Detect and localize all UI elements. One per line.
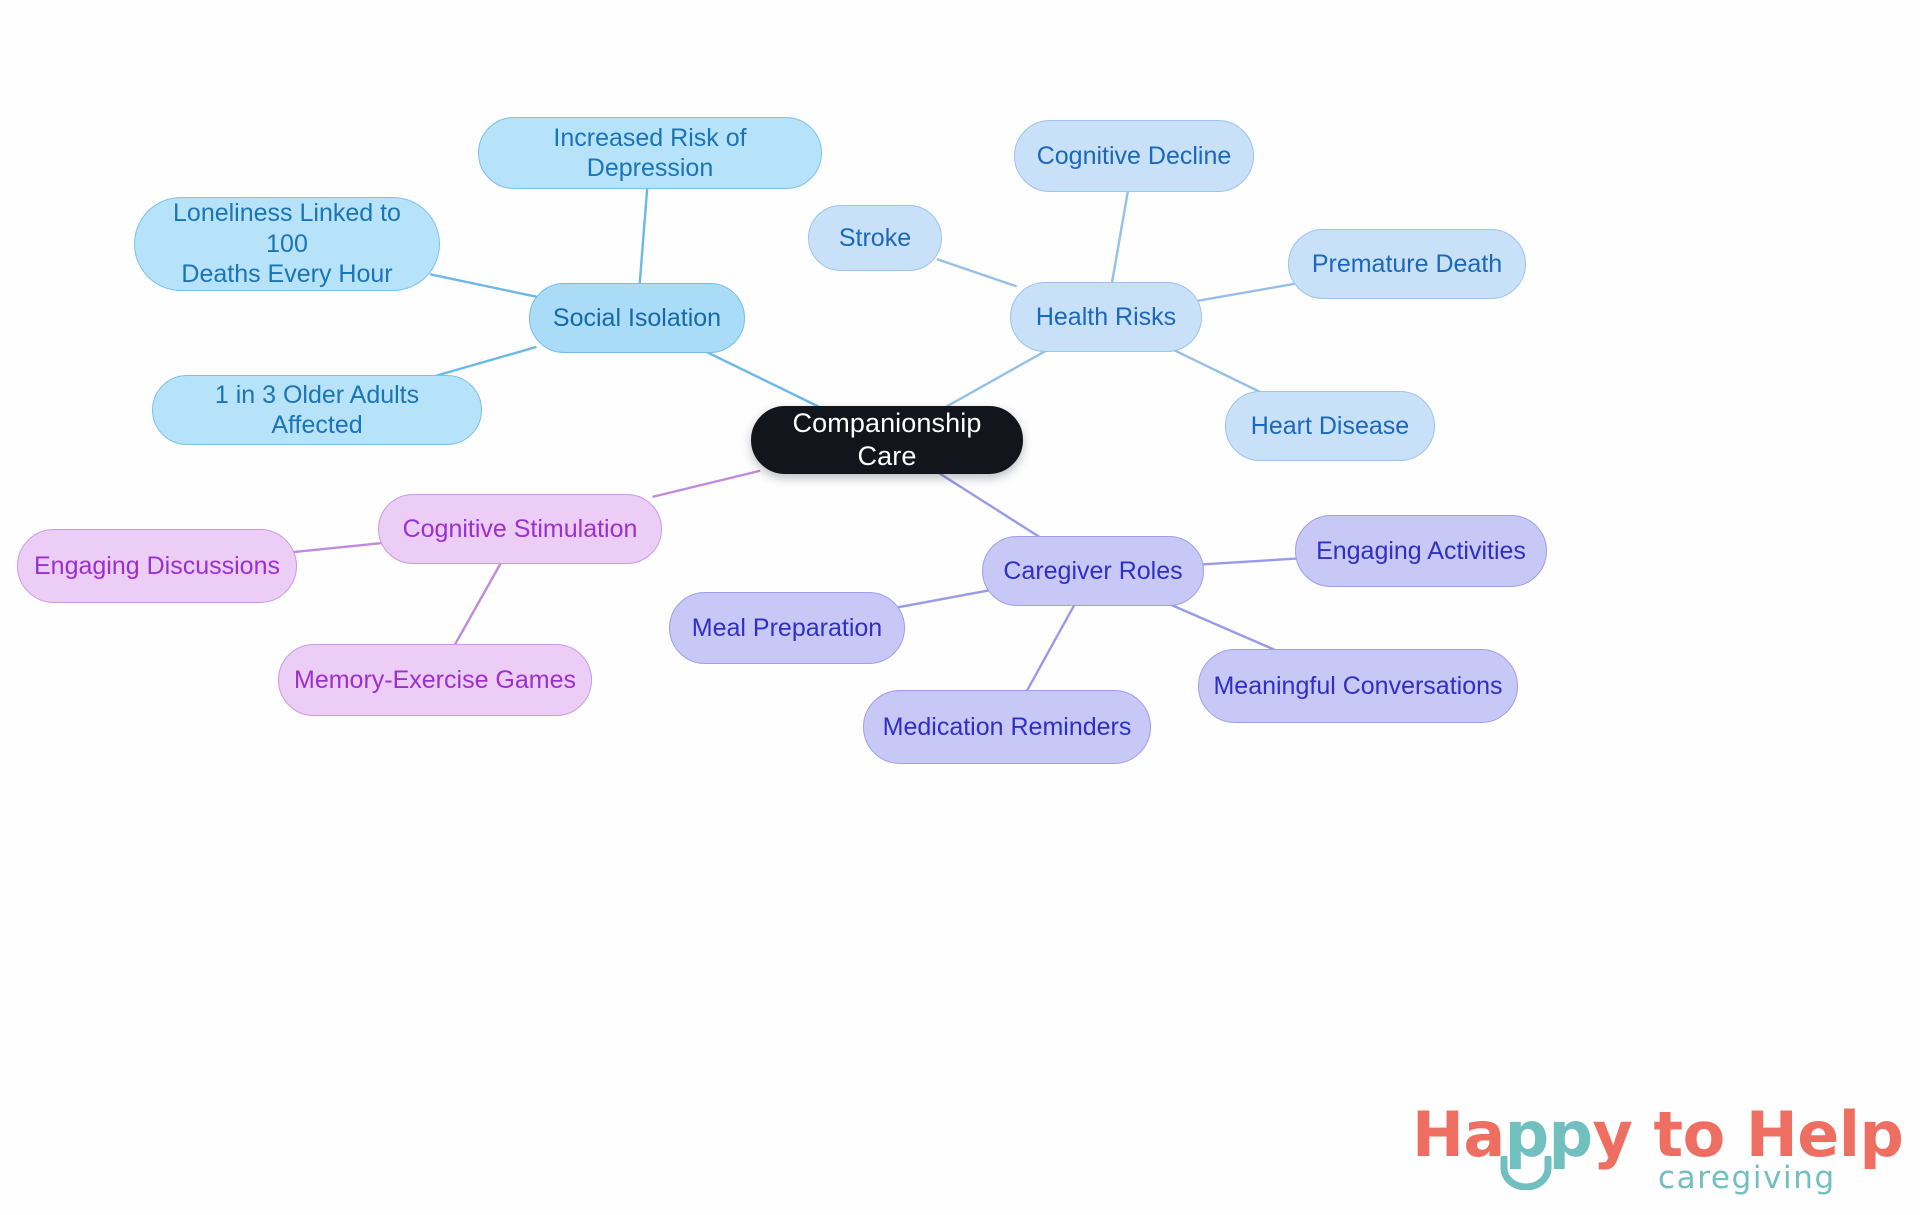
mindmap-node-cognitive-stimulation[interactable]: Cognitive Stimulation <box>378 494 662 564</box>
smile-arc-icon <box>1500 1156 1552 1190</box>
mindmap-node-memory-exercise-games[interactable]: Memory-Exercise Games <box>278 644 592 716</box>
mindmap-node-medication-reminders[interactable]: Medication Reminders <box>863 690 1151 764</box>
edge-social-isolation-to-increased-depression <box>638 185 649 287</box>
node-label: Cognitive Decline <box>1036 141 1232 170</box>
logo-text-happy-a: Ha <box>1412 1098 1505 1171</box>
edge-caregiver-roles-to-meaningful-conversations <box>1167 602 1280 653</box>
mindmap-node-loneliness-deaths[interactable]: Loneliness Linked to 100 Deaths Every Ho… <box>134 197 440 291</box>
brand-logo: Happy to Help caregiving <box>1412 1098 1904 1202</box>
mindmap-node-engaging-discussions[interactable]: Engaging Discussions <box>17 529 297 603</box>
node-label: Cognitive Stimulation <box>402 514 638 543</box>
edge-health-risks-to-cognitive-decline <box>1110 188 1130 286</box>
node-label: Engaging Discussions <box>34 551 280 580</box>
node-label: Engaging Activities <box>1316 536 1526 565</box>
node-label: Meaningful Conversations <box>1213 671 1503 700</box>
mindmap-node-meal-preparation[interactable]: Meal Preparation <box>669 592 905 664</box>
mindmap-node-stroke[interactable]: Stroke <box>808 205 942 271</box>
mindmap-node-social-isolation[interactable]: Social Isolation <box>529 283 745 353</box>
logo-text-to-help: y to Help <box>1592 1098 1904 1171</box>
node-label: Meal Preparation <box>691 613 883 642</box>
mindmap-node-meaningful-conversations[interactable]: Meaningful Conversations <box>1198 649 1518 723</box>
edge-caregiver-roles-to-medication-reminders <box>1024 602 1077 694</box>
edge-cognitive-stimulation-to-memory-exercise-games <box>452 560 503 648</box>
edge-central-to-health-risks <box>942 348 1049 410</box>
mindmap-node-cognitive-decline[interactable]: Cognitive Decline <box>1014 120 1254 192</box>
node-label: Stroke <box>838 223 912 252</box>
node-label: Health Risks <box>1035 302 1177 331</box>
edge-cognitive-stimulation-to-engaging-discussions <box>287 541 388 554</box>
node-label: Heart Disease <box>1250 411 1410 440</box>
edge-social-isolation-to-loneliness-deaths <box>429 273 537 298</box>
mindmap-node-engaging-activities[interactable]: Engaging Activities <box>1295 515 1547 587</box>
node-label: Caregiver Roles <box>1003 556 1183 585</box>
node-label: Companionship Care <box>792 408 982 471</box>
edge-caregiver-roles-to-engaging-activities <box>1196 557 1304 566</box>
edge-central-to-cognitive-stimulation <box>652 469 761 498</box>
node-label: Memory-Exercise Games <box>294 665 576 694</box>
mindmap-node-central[interactable]: Companionship Care <box>751 406 1023 474</box>
node-label: Medication Reminders <box>882 712 1132 741</box>
node-label: Premature Death <box>1311 249 1503 278</box>
mindmap-node-heart-disease[interactable]: Heart Disease <box>1225 391 1435 461</box>
edge-caregiver-roles-to-meal-preparation <box>896 589 990 609</box>
node-label: Increased Risk of Depression <box>553 123 747 183</box>
mindmap-node-caregiver-roles[interactable]: Caregiver Roles <box>982 536 1204 606</box>
logo-tagline: caregiving <box>1658 1160 1836 1196</box>
mindmap-node-one-in-three[interactable]: 1 in 3 Older Adults Affected <box>152 375 482 445</box>
node-label: 1 in 3 Older Adults Affected <box>214 380 420 440</box>
edge-health-risks-to-premature-death <box>1195 282 1297 303</box>
edge-central-to-social-isolation <box>703 349 823 410</box>
edge-health-risks-to-stroke <box>936 258 1017 288</box>
node-label: Loneliness Linked to 100 Deaths Every Ho… <box>173 199 401 289</box>
mindmap-node-increased-depression[interactable]: Increased Risk of Depression <box>478 117 822 189</box>
edge-central-to-caregiver-roles <box>936 470 1043 540</box>
node-label: Social Isolation <box>552 303 722 332</box>
mindmap-node-premature-death[interactable]: Premature Death <box>1288 229 1526 299</box>
edge-social-isolation-to-one-in-three <box>430 345 537 379</box>
edge-health-risks-to-heart-disease <box>1172 348 1264 395</box>
mindmap-node-health-risks[interactable]: Health Risks <box>1010 282 1202 352</box>
